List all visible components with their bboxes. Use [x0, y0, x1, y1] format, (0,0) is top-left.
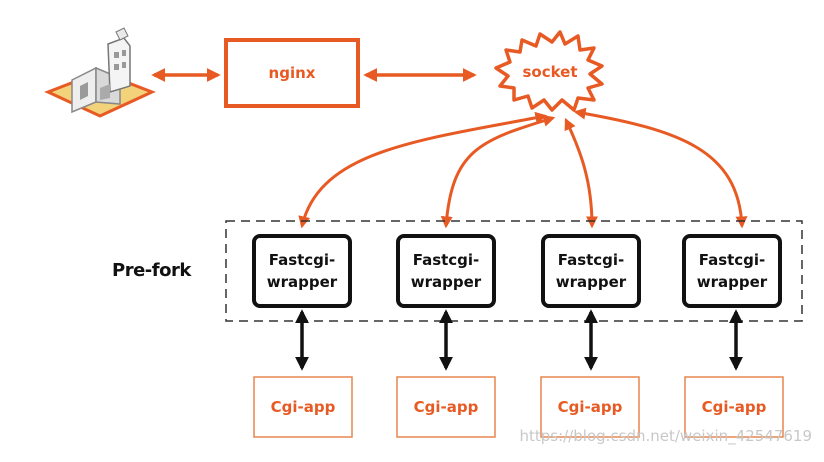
cgi-app-2: Cgi-app: [396, 376, 496, 438]
worker-line2: wrapper: [267, 273, 338, 291]
cgi-app-3: Cgi-app: [540, 376, 640, 438]
fastcgi-wrapper-2: Fastcgi- wrapper: [396, 234, 496, 308]
worker-line1: Fastcgi-: [699, 251, 766, 269]
socket-label: socket: [522, 63, 577, 81]
socket-worker-arrow-3: [564, 117, 598, 229]
socket-node: socket: [494, 30, 604, 112]
worker-line2: wrapper: [411, 273, 482, 291]
cgi-app-label: Cgi-app: [414, 398, 479, 416]
fastcgi-wrapper-4: Fastcgi- wrapper: [682, 234, 782, 308]
worker-line1: Fastcgi-: [558, 251, 625, 269]
browser-building-icon: [44, 27, 156, 118]
socket-worker-arrow-4: [573, 107, 748, 229]
cgi-app-4: Cgi-app: [684, 376, 784, 438]
cgi-app-label: Cgi-app: [702, 398, 767, 416]
worker-line1: Fastcgi-: [413, 251, 480, 269]
watermark-text: https://blog.csdn.net/weixin_42547619: [519, 427, 812, 446]
worker-line2: wrapper: [697, 273, 768, 291]
cgi-app-1: Cgi-app: [253, 376, 353, 438]
prefork-group: [225, 220, 803, 322]
fastcgi-wrapper-1: Fastcgi- wrapper: [252, 234, 352, 308]
nginx-node: nginx: [224, 38, 360, 108]
socket-worker-arrow-2: [440, 115, 556, 229]
prefork-label: Pre-fork: [112, 260, 192, 281]
cgi-app-label: Cgi-app: [558, 398, 623, 416]
worker-line2: wrapper: [556, 273, 627, 291]
cgi-app-label: Cgi-app: [271, 398, 336, 416]
nginx-label: nginx: [269, 64, 316, 82]
worker-line1: Fastcgi-: [269, 251, 336, 269]
fastcgi-wrapper-3: Fastcgi- wrapper: [541, 234, 641, 308]
